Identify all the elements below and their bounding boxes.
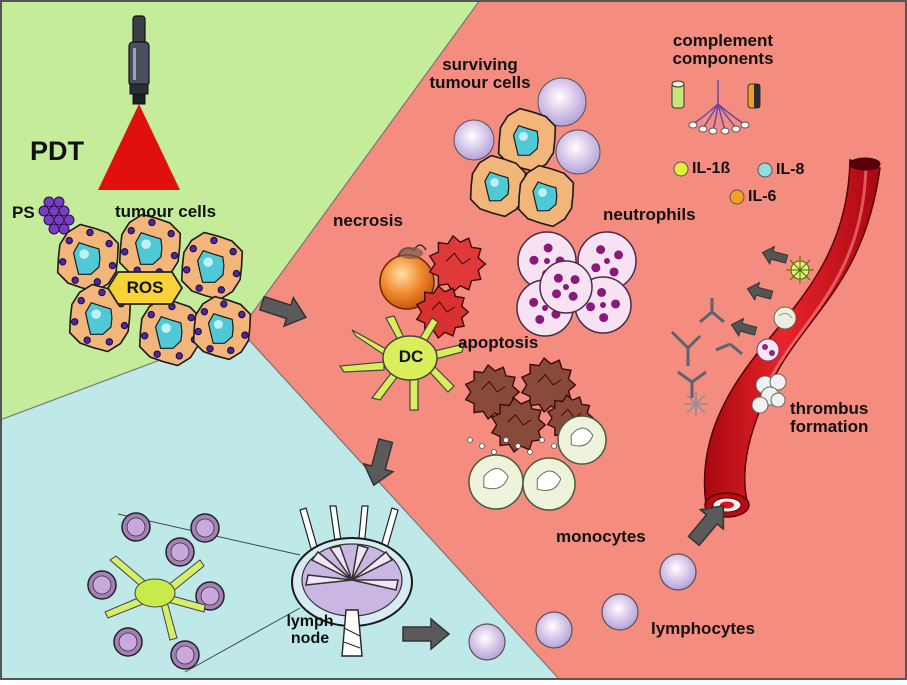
surviving-tumour-cells-cluster <box>453 77 601 228</box>
thrombus-formation-label: thrombus formation <box>790 399 869 436</box>
laser-beam <box>98 104 180 190</box>
apoptotic-cells-cluster <box>464 356 595 455</box>
antibodies <box>670 298 743 398</box>
laser-device <box>128 15 150 105</box>
tumour-cells-cluster <box>56 213 252 367</box>
surviving-tumour-cells-label: surviving tumour cells <box>429 55 531 92</box>
dendritic-cell <box>338 315 465 411</box>
necrotic-cell <box>379 244 435 310</box>
monocytes-label: monocytes <box>556 527 646 546</box>
pdt-label: PDT <box>30 136 84 166</box>
lymph-node <box>291 505 413 657</box>
blood-vessel <box>703 157 881 518</box>
photosensitizer-cluster <box>38 196 75 235</box>
monocytes-cluster <box>468 415 607 511</box>
thrombus <box>751 373 787 414</box>
cytokine-il8-label: IL-8 <box>776 161 805 178</box>
cytokines <box>673 161 773 205</box>
neutrophils-label: neutrophils <box>603 205 696 224</box>
dc-label: DC <box>398 347 424 366</box>
ros-label: ROS <box>126 278 164 297</box>
ros-badge <box>106 271 184 305</box>
lymphocytes-label: lymphocytes <box>651 619 755 638</box>
lymph-node-zoom <box>87 512 301 673</box>
complement-components-icon <box>671 80 761 135</box>
vessel-cells <box>751 256 814 414</box>
cytokine-il6-label: IL-6 <box>748 188 777 205</box>
dim-star-marker <box>684 392 708 416</box>
complement-components-label: complement components <box>672 31 774 68</box>
neutrophils-cluster <box>516 231 637 337</box>
cytokine-il1b-label: IL-1ß <box>692 160 731 177</box>
tumour-cells-label: tumour cells <box>115 202 217 221</box>
ps-label: PS <box>12 203 35 222</box>
lymph-node-label: lymph node <box>286 613 334 647</box>
apoptosis-label: apoptosis <box>458 333 539 352</box>
lymphocytes-cluster <box>468 553 697 661</box>
necrosis-label: necrosis <box>333 211 403 230</box>
